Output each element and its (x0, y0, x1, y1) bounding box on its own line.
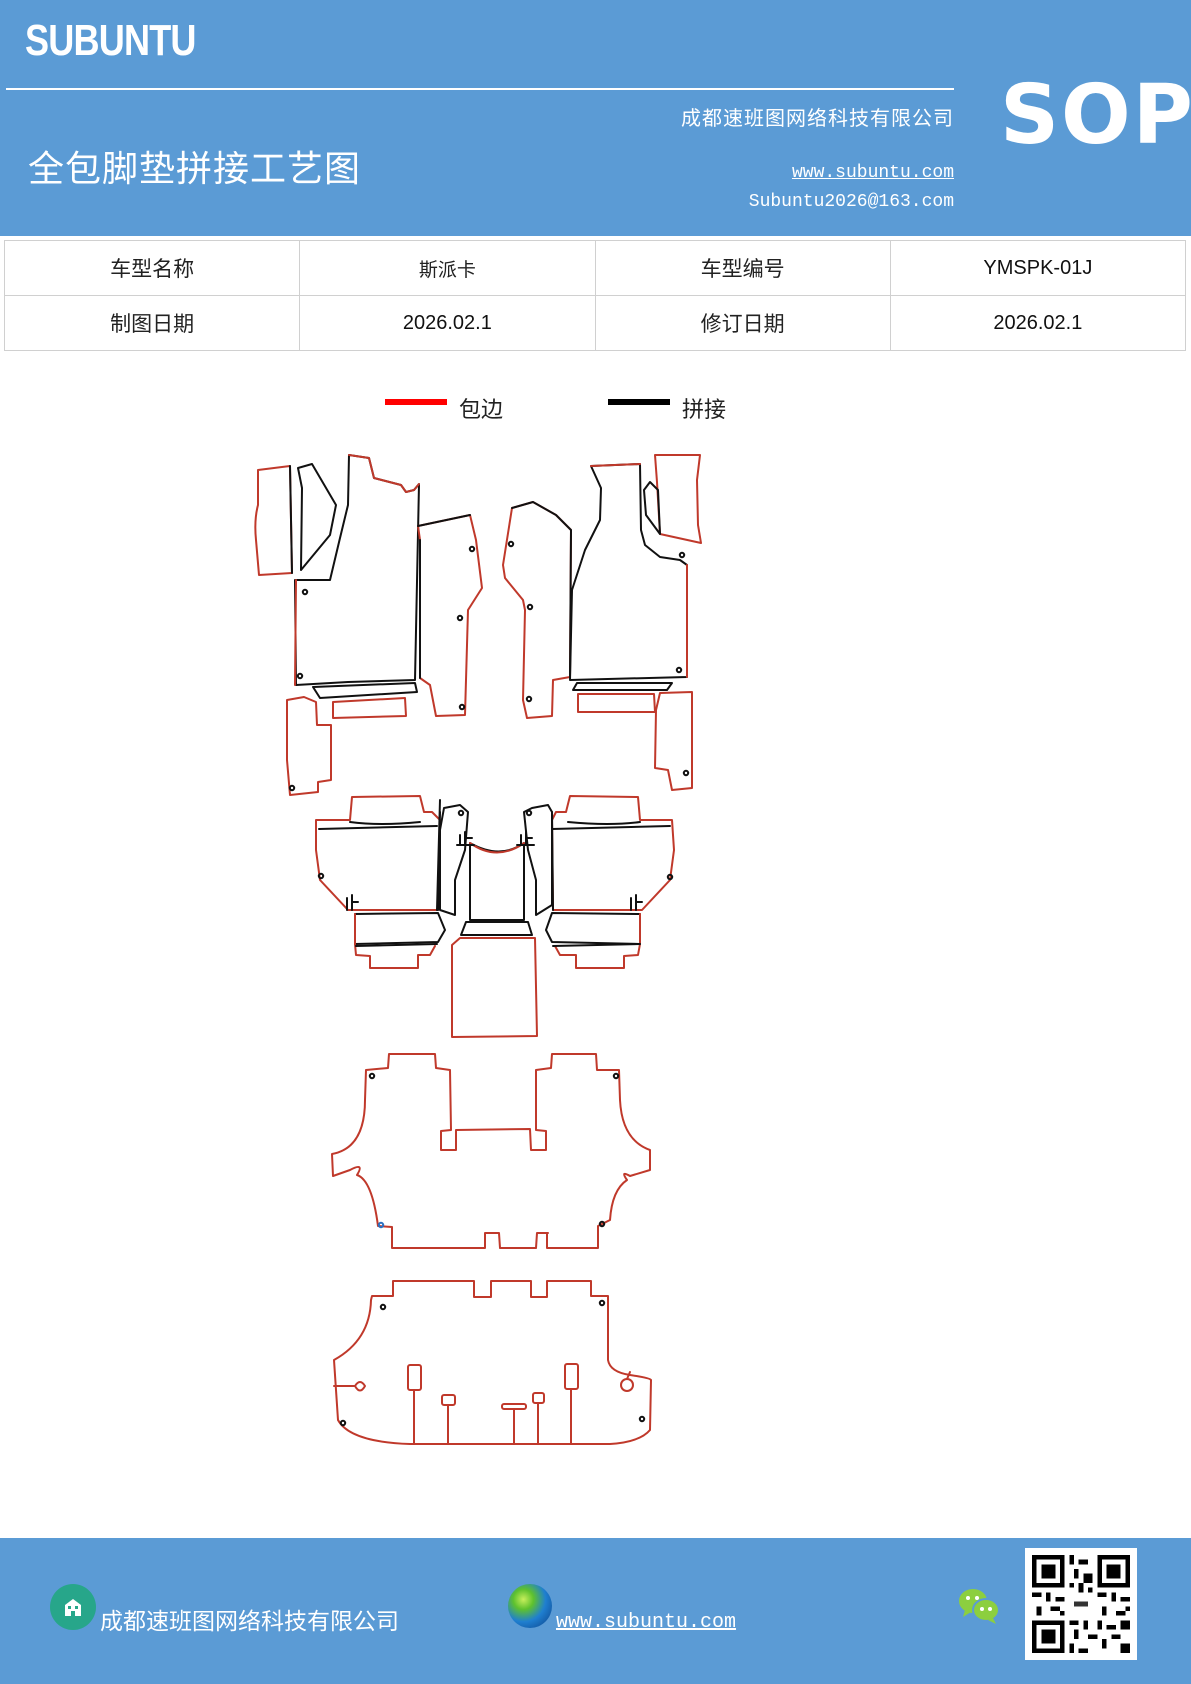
legend-item-splice: 拼接 (608, 386, 726, 423)
model-name-label: 车型名称 (3, 240, 301, 296)
trunk-mat (333, 1280, 652, 1445)
legend: 包边 拼接 (0, 386, 1191, 426)
header-divider (6, 88, 954, 90)
front-left-mats (254, 454, 483, 796)
company-name: 成都速班图网络科技有限公司 (681, 106, 954, 130)
qr-code (1025, 1548, 1137, 1660)
building-icon (50, 1584, 96, 1630)
footer-website-link[interactable]: www.subuntu.com (556, 1611, 737, 1634)
legend-label: 包边 (459, 398, 504, 423)
revision-date-label: 修订日期 (594, 295, 891, 351)
vehicle-info-table: 车型名称 斯派卡 车型编号 YMSPK-01J 制图日期 2026.02.1 修… (3, 240, 1187, 351)
third-row-mat (331, 1053, 651, 1249)
drawing-date-label: 制图日期 (3, 295, 301, 351)
footer-company: 成都速班图网络科技有限公司 (50, 1584, 399, 1635)
second-row-mats (315, 795, 675, 1038)
header-banner: SUBUNTU 全包脚垫拼接工艺图 成都速班图网络科技有限公司 www.subu… (0, 0, 1191, 236)
page-title: 全包脚垫拼接工艺图 (28, 149, 362, 190)
wechat-icon[interactable] (957, 1586, 1001, 1626)
globe-icon (508, 1584, 552, 1628)
black-line-icon (608, 399, 670, 405)
table-row: 制图日期 2026.02.1 修订日期 2026.02.1 (3, 295, 1187, 351)
drawing-date-value: 2026.02.1 (299, 295, 596, 351)
table-row: 车型名称 斯派卡 车型编号 YMSPK-01J (3, 240, 1187, 296)
sop-badge: SOP (1000, 68, 1191, 163)
brand-logo: SUBUNTU (25, 16, 196, 65)
footer-website[interactable]: www.subuntu.com (508, 1584, 736, 1634)
front-right-mats (502, 454, 702, 791)
red-line-icon (385, 399, 447, 405)
legend-label: 拼接 (682, 398, 727, 423)
footer-banner: 成都速班图网络科技有限公司 www.subuntu.com (0, 1538, 1191, 1684)
model-code-label: 车型编号 (594, 240, 891, 296)
legend-item-binding: 包边 (385, 386, 503, 423)
email-link[interactable]: Subuntu2026@163.com (748, 192, 954, 212)
revision-date-value: 2026.02.1 (889, 295, 1187, 351)
model-code-value: YMSPK-01J (889, 240, 1187, 296)
mat-splicing-diagram (254, 454, 702, 1445)
footer-company-name: 成都速班图网络科技有限公司 (100, 1609, 399, 1635)
model-name-value: 斯派卡 (299, 240, 596, 296)
website-link[interactable]: www.subuntu.com (791, 163, 954, 183)
